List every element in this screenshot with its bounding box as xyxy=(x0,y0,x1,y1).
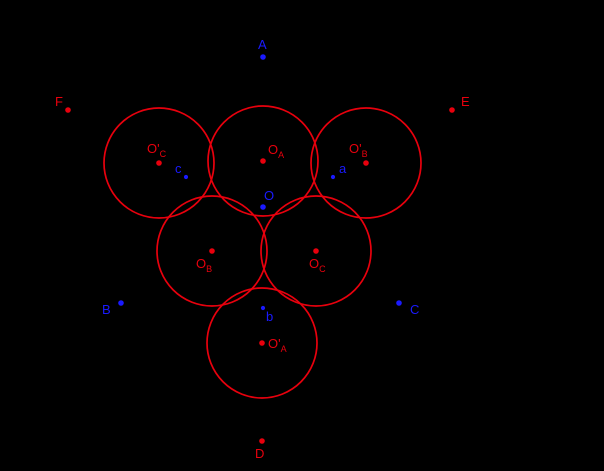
point-O-C[interactable] xyxy=(313,248,319,254)
label-E: E xyxy=(461,94,470,109)
label-O-B: OB xyxy=(196,256,212,274)
label-O-C: OC xyxy=(309,256,326,274)
label-C: C xyxy=(410,302,419,317)
point-O-prime-C[interactable] xyxy=(156,160,162,166)
circle-O-prime-A[interactable] xyxy=(206,287,318,399)
circle-O-prime-C[interactable] xyxy=(103,107,215,219)
point-b[interactable] xyxy=(260,305,266,311)
label-a: a xyxy=(339,161,347,176)
point-B[interactable] xyxy=(118,300,124,306)
circle-O-A[interactable] xyxy=(207,105,319,217)
label-B: B xyxy=(102,302,111,317)
circle-O-B[interactable] xyxy=(156,195,268,307)
circle-O-C[interactable] xyxy=(260,195,372,307)
label-c: c xyxy=(175,161,182,176)
label-O-prime-A: O'A xyxy=(268,336,287,354)
point-O-B[interactable] xyxy=(209,248,215,254)
point-D[interactable] xyxy=(259,438,265,444)
label-A: A xyxy=(258,37,267,52)
point-O-prime-A[interactable] xyxy=(259,340,265,346)
label-O-prime-B: O'B xyxy=(349,141,368,159)
point-c[interactable] xyxy=(183,174,189,180)
label-O-A: OA xyxy=(268,142,284,160)
point-O-prime-B[interactable] xyxy=(363,160,369,166)
point-O-A[interactable] xyxy=(260,158,266,164)
point-A[interactable] xyxy=(260,54,266,60)
label-F: F xyxy=(55,94,63,109)
point-C[interactable] xyxy=(396,300,402,306)
point-O[interactable] xyxy=(260,204,266,210)
label-O: O xyxy=(264,188,274,203)
point-F[interactable] xyxy=(65,107,71,113)
label-D: D xyxy=(255,446,264,461)
point-E[interactable] xyxy=(449,107,455,113)
point-a[interactable] xyxy=(330,174,336,180)
label-b: b xyxy=(266,309,273,324)
circle-O-prime-B[interactable] xyxy=(310,107,422,219)
label-O-prime-C: O'C xyxy=(147,141,167,159)
